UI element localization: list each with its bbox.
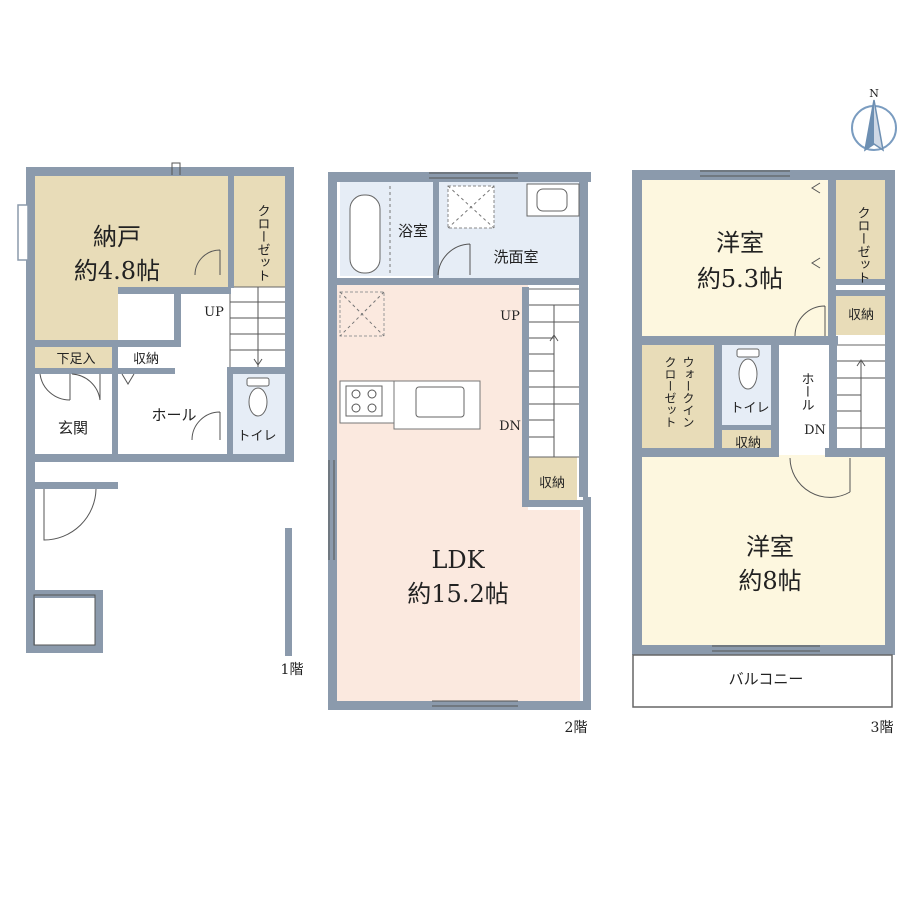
f2-storage-fill [528,457,577,507]
f3-storage-b-label: 収納 [735,436,761,451]
f1-storage-label: 収納 [133,352,159,367]
f2-washroom-label: 洗面室 [493,248,538,266]
f3-wic-label-1: ウォークイン [681,356,695,428]
f3-balcony-box [632,654,893,708]
f3-hall-label: ホール [799,372,814,411]
f1-nando-label: 納戸 [93,223,141,251]
f3-toilet-label: トイレ [730,401,769,416]
f3-western1-fill [641,179,831,338]
f2-bathtub-icon [349,194,381,274]
f1-door-entrance [43,488,97,541]
f2-ldk-fill [336,283,528,701]
f2-up-label: UP [500,309,520,324]
f3-walls [632,170,895,655]
f3-balcony-label: バルコニー [729,670,804,688]
f3-door-western2 [789,457,851,498]
f1-door-toilet [191,411,221,441]
f3-floor-label: 3階 [871,720,894,736]
f2-door-washroom [437,243,471,276]
f2-stairs [527,288,581,458]
f1-stairs [229,286,287,372]
f2-ldk-label: LDK [431,546,485,574]
floor-1: 納戸 約4.8帖 クローゼット 下足入 収納 玄関 ホール トイレ UP 1階 [17,162,304,678]
f2-ceiling-box [339,291,385,337]
f3-western1-size: 約5.3帖 [697,265,783,293]
f3-wic-fill [641,345,716,449]
f3-door-western1 [794,305,826,337]
f3-closet-arrows-icon [811,182,821,269]
f2-kitchen-counter [339,380,481,430]
f1-nando-size: 約4.8帖 [74,257,160,285]
f1-door-getabako [39,373,101,401]
f1-closet-label: クローゼット [255,204,271,282]
f3-closet-fill [831,179,886,279]
f2-window-top [429,172,518,179]
f1-getabako-fill [34,343,118,371]
f3-western2-fill [641,455,886,645]
f1-porch-box [33,594,96,646]
f1-genkan-label: 玄関 [58,419,88,437]
f1-closet-fill [231,175,286,287]
f2-ldk-ext-fill [528,510,580,701]
f1-door-nando [194,249,221,276]
f1-storage-arrow-icon [121,373,135,385]
floor-2: 浴室 洗面室 LDK 約15.2帖 収納 UP DN 2階 [328,172,591,736]
f1-toilet-label: トイレ [237,429,276,444]
f1-getabako-label: 下足入 [56,352,95,367]
f3-western2-label: 洋室 [746,533,794,561]
f2-window-west [328,460,335,560]
f1-toilet-fixture-icon [246,377,270,417]
f3-storage-a-label: 収納 [848,308,874,323]
f2-dn-label: DN [499,419,521,434]
f1-genkan-fill [34,371,118,461]
f2-window-bottom [432,700,518,707]
f2-storage-label: 収納 [539,476,565,491]
f3-stairs [835,344,887,450]
f2-bath-label: 浴室 [398,222,428,240]
f1-hall-label: ホール [151,406,196,424]
f3-storage-a-fill [836,294,886,335]
f3-wic-label-2: クローゼット [663,356,677,428]
compass-needle-dark-icon [865,100,874,150]
f3-closet-label: クローゼット [855,206,871,284]
f3-window-top [700,170,790,177]
f3-western1-label: 洋室 [716,229,764,257]
f1-up-label: UP [204,305,224,320]
f1-door-top [171,162,181,175]
f3-window-bottom [712,645,820,652]
f3-toilet-fixture-icon [736,348,760,390]
f3-dn-label: DN [804,423,826,438]
f1-floor-label: 1階 [281,662,304,678]
f1-window-west [17,204,29,261]
compass: N [851,87,897,152]
f1-walls [26,167,294,656]
floor-3: 洋室 約5.3帖 クローゼット 収納 ウォークイン クローゼット トイレ 収納 … [632,170,895,736]
compass-north-label: N [869,87,879,100]
f3-western2-size: 約8帖 [738,567,801,595]
f2-floor-label: 2階 [565,720,588,736]
f2-ldk-size: 約15.2帖 [407,580,508,608]
